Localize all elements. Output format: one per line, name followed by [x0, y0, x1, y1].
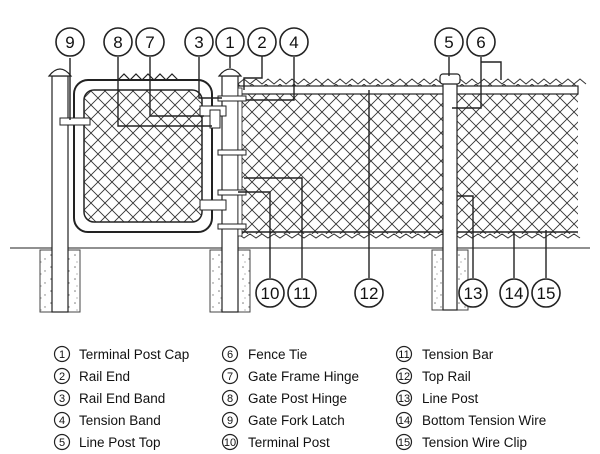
svg-text:1: 1: [225, 33, 234, 52]
legend-item-4: 4 Tension Band: [53, 411, 161, 429]
legend-item-8: 8 Gate Post Hinge: [221, 389, 347, 407]
callout-11: 11: [287, 278, 317, 308]
legend-item-15: 15 Tension Wire Clip: [395, 433, 527, 451]
callout-5: 5: [434, 27, 464, 57]
callout-13: 13: [458, 278, 488, 308]
callout-10: 10: [255, 278, 285, 308]
legend-item-13: 13 Line Post: [395, 389, 479, 407]
legend: 1 Terminal Post Cap 2 Rail End 3 Rail End B…: [53, 345, 546, 451]
svg-text:8: 8: [113, 33, 122, 52]
svg-text:Terminal Post: Terminal Post: [248, 435, 330, 450]
callout-7: 7: [135, 27, 165, 57]
legend-item-11: 11 Tension Bar: [395, 345, 494, 363]
svg-text:Line Post Top: Line Post Top: [79, 435, 161, 450]
svg-text:8: 8: [227, 393, 233, 405]
svg-text:15: 15: [398, 437, 410, 449]
svg-text:Top Rail: Top Rail: [422, 369, 471, 384]
svg-text:5: 5: [59, 437, 65, 449]
svg-text:Tension Wire Clip: Tension Wire Clip: [422, 435, 527, 450]
svg-text:9: 9: [227, 415, 233, 427]
svg-text:5: 5: [444, 33, 453, 52]
callout-3: 3: [184, 27, 214, 57]
svg-text:15: 15: [537, 284, 556, 303]
svg-text:14: 14: [505, 284, 524, 303]
svg-text:Gate Frame Hinge: Gate Frame Hinge: [248, 369, 359, 384]
svg-text:14: 14: [398, 415, 410, 427]
svg-text:4: 4: [289, 33, 298, 52]
svg-text:Tension Bar: Tension Bar: [422, 347, 494, 362]
svg-text:9: 9: [65, 33, 74, 52]
callout-6: 6: [466, 27, 496, 57]
callout-8: 8: [103, 27, 133, 57]
svg-text:Gate Post Hinge: Gate Post Hinge: [248, 391, 347, 406]
gate-frame: [59, 73, 227, 233]
svg-text:13: 13: [464, 284, 483, 303]
legend-item-9: 9 Gate Fork Latch: [221, 411, 345, 429]
callouts: 9 8 7 3 1 2 4 5 6 10 11 12 13 14 15: [55, 27, 561, 308]
svg-text:2: 2: [257, 33, 266, 52]
svg-text:Terminal Post Cap: Terminal Post Cap: [79, 347, 189, 362]
line-post: [439, 73, 461, 311]
svg-text:7: 7: [145, 33, 154, 52]
callout-15: 15: [531, 278, 561, 308]
svg-text:6: 6: [476, 33, 485, 52]
concrete-footings: [39, 249, 469, 313]
callout-9: 9: [55, 27, 85, 57]
svg-text:6: 6: [227, 349, 233, 361]
svg-text:7: 7: [227, 371, 233, 383]
svg-text:2: 2: [59, 371, 65, 383]
svg-text:10: 10: [224, 437, 236, 449]
svg-text:Rail End: Rail End: [79, 369, 130, 384]
svg-text:3: 3: [59, 393, 65, 405]
svg-text:10: 10: [261, 284, 280, 303]
legend-item-6: 6 Fence Tie: [221, 345, 307, 363]
svg-text:Rail End Band: Rail End Band: [79, 391, 165, 406]
legend-item-7: 7 Gate Frame Hinge: [221, 367, 359, 385]
callout-14: 14: [499, 278, 529, 308]
legend-item-3: 3 Rail End Band: [53, 389, 165, 407]
legend-item-5: 5 Line Post Top: [53, 433, 161, 451]
top-rail: [235, 85, 579, 95]
legend-item-1: 1 Terminal Post Cap: [53, 345, 189, 363]
legend-item-10: 10 Terminal Post: [221, 433, 330, 451]
callout-4: 4: [279, 27, 309, 57]
svg-text:13: 13: [398, 393, 410, 405]
svg-text:3: 3: [194, 33, 203, 52]
svg-text:4: 4: [59, 415, 65, 427]
leader-lines: [69, 56, 547, 278]
svg-text:Line Post: Line Post: [422, 391, 479, 406]
svg-text:11: 11: [293, 284, 311, 303]
fence-mesh: [237, 78, 587, 239]
legend-item-14: 14 Bottom Tension Wire: [395, 411, 546, 429]
svg-text:12: 12: [360, 284, 379, 303]
svg-text:Tension Band: Tension Band: [79, 413, 161, 428]
gate-post: [47, 68, 73, 313]
svg-text:12: 12: [398, 371, 410, 383]
svg-text:Bottom Tension Wire: Bottom Tension Wire: [422, 413, 546, 428]
callout-12: 12: [354, 278, 384, 308]
legend-item-2: 2 Rail End: [53, 367, 130, 385]
svg-text:Gate Fork Latch: Gate Fork Latch: [248, 413, 345, 428]
svg-text:11: 11: [398, 349, 409, 361]
svg-text:1: 1: [59, 349, 65, 361]
svg-text:Fence Tie: Fence Tie: [248, 347, 307, 362]
legend-item-12: 12 Top Rail: [395, 367, 471, 385]
callout-1: 1: [215, 27, 245, 57]
callout-2: 2: [247, 27, 277, 57]
